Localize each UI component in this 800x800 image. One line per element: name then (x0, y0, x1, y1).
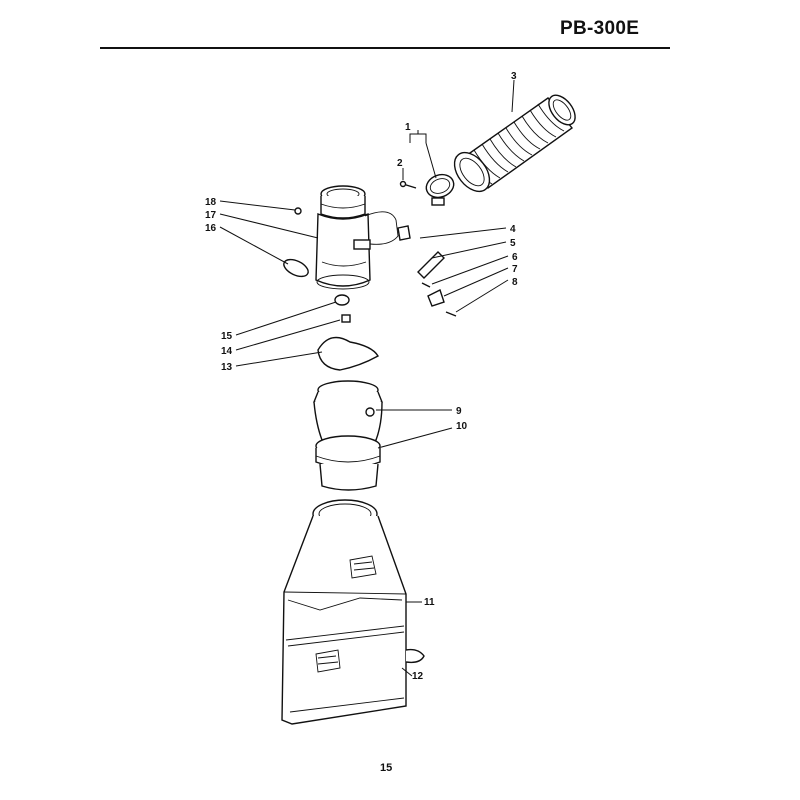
leader-lines (219, 79, 515, 677)
callout-15: 15 (221, 331, 233, 342)
callout-2: 2 (397, 158, 403, 169)
part-15-washer (334, 294, 350, 306)
part-6-screw (421, 282, 431, 288)
callout-9: 9 (456, 406, 462, 417)
part-14-nut (341, 314, 351, 323)
callout-5: 5 (510, 238, 516, 249)
part-12-hook (405, 648, 425, 664)
part-8-screw (445, 311, 457, 317)
callout-14: 14 (221, 346, 233, 357)
callout-18: 18 (205, 197, 217, 208)
part-clamp-screw (399, 180, 417, 189)
part-frame (281, 499, 425, 725)
part-4-plate (397, 225, 411, 241)
callout-17: 17 (205, 210, 217, 221)
callout-13: 13 (221, 362, 233, 373)
callout-12: 12 (412, 671, 424, 682)
callout-3: 3 (511, 71, 517, 82)
callout-10: 10 (456, 421, 468, 432)
page-number: 15 (380, 762, 393, 774)
part-hose-clamp (425, 173, 455, 206)
callout-7: 7 (512, 264, 518, 275)
callout-11: 11 (424, 597, 435, 608)
part-13-flap (317, 336, 379, 371)
callout-labels: 1 2 3 4 5 6 7 8 9 10 11 12 13 14 15 16 1… (205, 71, 518, 682)
header-rule (100, 47, 670, 49)
callout-16: 16 (205, 223, 217, 234)
part-hose (453, 94, 576, 193)
part-16-pad (283, 258, 309, 278)
page-title: PB-300E (560, 18, 640, 39)
callout-1: 1 (405, 122, 411, 133)
part-7-bracket (427, 289, 445, 307)
callout-6: 6 (512, 252, 518, 263)
callout-8: 8 (512, 277, 518, 288)
part-coupling (313, 380, 383, 491)
part-5-lever (417, 251, 445, 279)
part-elbow-body (315, 185, 399, 290)
callout-4: 4 (510, 224, 516, 235)
part-18 (294, 207, 302, 215)
